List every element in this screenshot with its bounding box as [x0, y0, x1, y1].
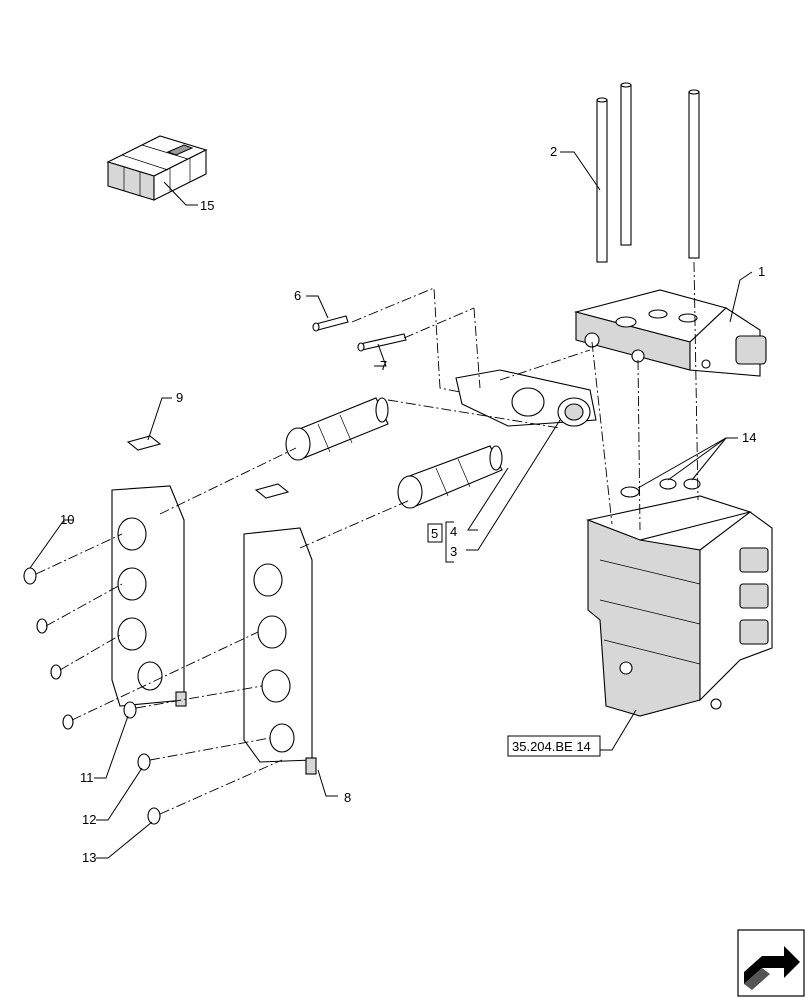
tie-rods — [596, 82, 700, 263]
gasket-9 — [126, 435, 162, 451]
callout-12: 12 — [82, 812, 96, 827]
callout-7: 7 — [380, 358, 387, 373]
callout-8: 8 — [344, 790, 351, 805]
reference-label[interactable]: 35.204.BE 14 — [512, 739, 591, 754]
gasket-upper-right — [254, 483, 290, 499]
callout-11: 11 — [80, 770, 94, 785]
callout-5-box — [427, 523, 443, 543]
callout-3: 3 — [450, 544, 457, 559]
leader-lines — [29, 151, 753, 859]
screw-6 — [312, 315, 349, 332]
manifold-left — [111, 485, 187, 707]
screw-7 — [357, 333, 407, 352]
callout-9: 9 — [176, 390, 183, 405]
o-ring-left-d — [62, 714, 74, 730]
main-valve-assembly — [586, 495, 773, 717]
bracket — [445, 521, 454, 563]
kit-box-icon — [106, 135, 208, 201]
o-ring-left-c — [50, 664, 62, 680]
callout-13: 13 — [82, 850, 96, 865]
callout-14: 14 — [742, 430, 756, 445]
callout-15: 15 — [200, 198, 214, 213]
manifold-right — [243, 527, 317, 775]
callout-4: 4 — [450, 524, 457, 539]
adapter-plate — [455, 369, 597, 427]
o-ring-12 — [137, 753, 151, 771]
o-rings-14 — [620, 478, 701, 498]
callout-1: 1 — [758, 264, 765, 279]
reference-box[interactable] — [507, 735, 601, 757]
callout-10: 10 — [60, 512, 74, 527]
o-ring-10 — [23, 567, 37, 585]
o-ring-11 — [123, 701, 137, 719]
callout-2: 2 — [550, 144, 557, 159]
callout-6: 6 — [294, 288, 301, 303]
spool-upper — [285, 397, 389, 461]
assembly-guide-lines — [35, 261, 699, 815]
valve-end-section — [573, 289, 767, 377]
o-ring-left-b — [36, 618, 48, 634]
callout-5: 5 — [431, 526, 438, 541]
o-ring-13 — [147, 807, 161, 825]
spool-lower — [397, 445, 503, 509]
next-page-arrow-icon[interactable] — [737, 929, 805, 997]
